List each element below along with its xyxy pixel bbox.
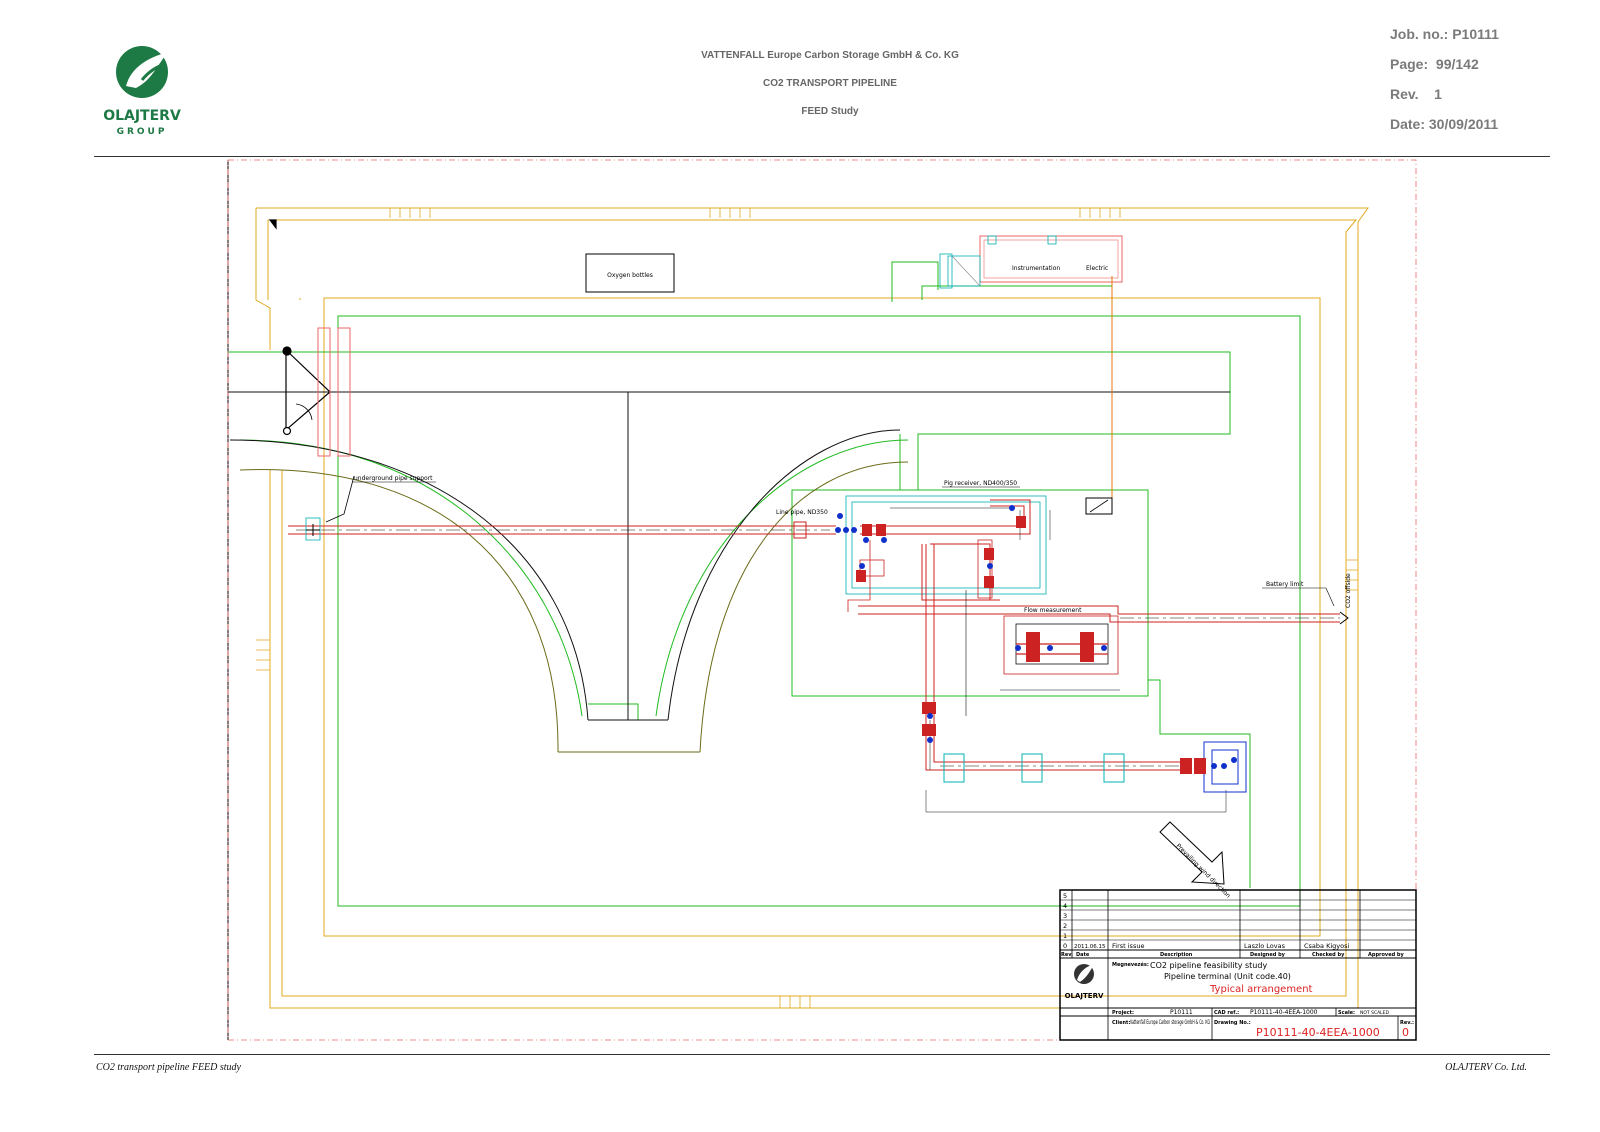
job-number: Job. no.: P10111 <box>1390 26 1499 42</box>
client-label: Client: <box>1112 1020 1130 1026</box>
electric-label: Electric <box>1086 265 1108 272</box>
scale-value: NOT SCALED <box>1360 1010 1390 1016</box>
lower-valves <box>922 702 1237 774</box>
rev-row-3: 3 <box>1063 912 1067 920</box>
oxygen-bottles-box <box>585 253 675 293</box>
olajterv-leaf-icon: OLAJTERV GROUP <box>103 46 181 137</box>
footer-rule <box>94 1054 1550 1055</box>
line-pipe-label: Line pipe, ND350 <box>776 509 828 516</box>
title-block-logo-text: OLAJTERV <box>1065 992 1104 1000</box>
drawing-no-label: Drawing No.: <box>1214 1020 1251 1026</box>
battery-limit-leader <box>1262 587 1335 607</box>
header-center: VATTENFALL Europe Carbon Storage GmbH & … <box>600 50 1060 134</box>
outgoing-pipeline <box>858 605 1349 625</box>
col-date: Date <box>1076 952 1090 958</box>
header-meta: Job. no.: P10111 Page: 99/142 Rev. 1 Dat… <box>1390 25 1499 145</box>
pig-receiver-valves <box>835 505 1026 588</box>
date: Date: 30/09/2011 <box>1390 116 1499 132</box>
cad-label: CAD ref.: <box>1214 1010 1239 1016</box>
rev-row-5: 5 <box>1063 892 1067 900</box>
title-line-1: CO2 pipeline feasibility study <box>1150 961 1267 970</box>
oxygen-label: Oxygen bottles <box>607 272 653 279</box>
drawing-no-value: P10111-40-4EEA-1000 <box>1256 1026 1380 1039</box>
col-designed: Designed by <box>1250 952 1286 958</box>
col-checked: Checked by <box>1312 952 1345 958</box>
company-line: VATTENFALL Europe Carbon Storage GmbH & … <box>701 50 959 61</box>
olive-road-edges <box>239 461 909 753</box>
support-leader <box>325 475 355 523</box>
rev-value: 0 <box>1402 1026 1409 1039</box>
page-number: Page: 99/142 <box>1390 56 1479 72</box>
header-rule <box>94 156 1550 157</box>
flow-measurement-label: Flow measurement <box>1024 607 1082 614</box>
rev-label: Rev.: <box>1400 1020 1414 1026</box>
project-value: P10111 <box>1170 1009 1193 1016</box>
title-block-logo: OLAJTERV <box>1065 964 1104 1000</box>
project-label: Project: <box>1112 1010 1134 1016</box>
olajterv-logo: OLAJTERV GROUP <box>96 44 196 140</box>
pig-receiver-area <box>845 495 1051 612</box>
client-value: Vattenfall Europe Carbon storage GmbH & … <box>1130 1019 1210 1026</box>
revision: Rev. 1 <box>1390 86 1442 102</box>
rev-row-4: 4 <box>1063 902 1067 910</box>
frame-border <box>227 159 1417 1041</box>
rev0-checked: Csaba Kigyosi <box>1304 942 1349 950</box>
underground-support-label: underground pipe support <box>354 475 433 482</box>
co2-offside-label: CO2 offside <box>1345 573 1352 608</box>
battery-limit-label: Battery limit <box>1266 581 1304 588</box>
scale-label: Scale: <box>1338 1010 1355 1016</box>
pig-receiver-label: Pig receiver, ND400/350 <box>944 480 1017 487</box>
road-centerlines <box>228 391 1230 721</box>
project-line: CO2 TRANSPORT PIPELINE <box>763 78 897 89</box>
rev0-date: 2011.06.15 <box>1074 944 1106 950</box>
lower-pipeline <box>925 544 1247 813</box>
gate-red-frames <box>317 327 351 457</box>
footer-left: CO2 transport pipeline FEED study <box>96 1062 241 1073</box>
entrance-gate <box>268 219 331 436</box>
title-label: Megnevezés: <box>1112 961 1149 968</box>
rev-row-1: 1 <box>1063 932 1067 940</box>
title-line-3: Typical arrangement <box>1209 984 1313 995</box>
prevailing-wind-arrow <box>1159 821 1225 885</box>
instrument-electric-building <box>939 235 1123 289</box>
col-rev: Rev. <box>1061 952 1073 958</box>
flow-measurement-skid <box>1000 615 1120 691</box>
incoming-pipeline <box>288 517 836 541</box>
col-approved: Approved by <box>1368 952 1404 958</box>
rev0-description: First issue <box>1112 942 1144 950</box>
perimeter-fence <box>255 207 1369 1009</box>
rev-row-2: 2 <box>1063 922 1067 930</box>
footer-right: OLAJTERV Co. Ltd. <box>1445 1062 1527 1073</box>
rev-row-0: 0 <box>1063 942 1067 950</box>
internal-roads <box>228 261 1301 907</box>
rev0-designed: Laszlo Lovas <box>1244 942 1286 950</box>
study-line: FEED Study <box>801 106 859 117</box>
logo-group: GROUP <box>117 127 168 137</box>
title-block <box>1059 889 1417 1041</box>
col-description: Description <box>1160 952 1193 958</box>
junction-box-slash <box>1089 499 1109 513</box>
instrumentation-label: Instrumentation <box>1012 265 1060 272</box>
logo-name: OLAJTERV <box>103 108 181 124</box>
title-line-2: Pipeline terminal (Unit code.40) <box>1164 972 1291 981</box>
cad-value: P10111-40-4EEA-1000 <box>1250 1009 1318 1016</box>
